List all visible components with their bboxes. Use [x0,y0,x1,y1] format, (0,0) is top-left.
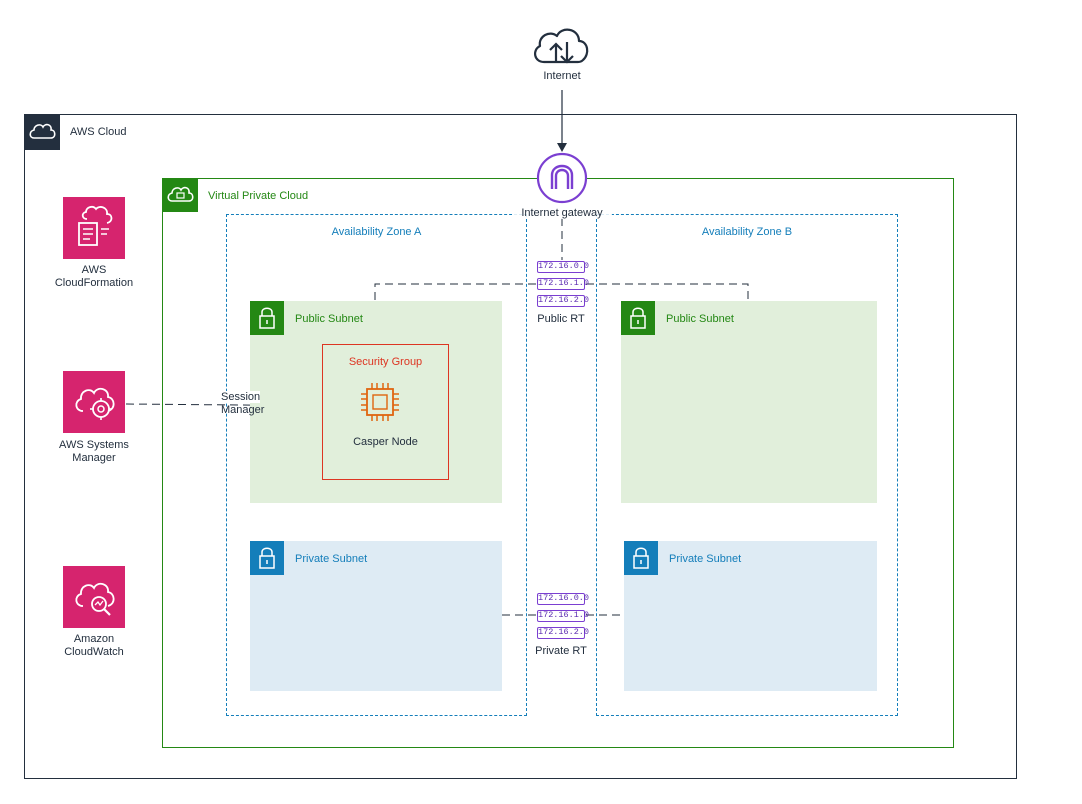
cloud-icon [167,186,194,202]
cloudwatch-label-line1: Amazon [73,633,115,645]
public-subnet-a-badge [250,301,284,335]
public-subnet-b [621,301,877,503]
availability-zone-b [596,214,898,716]
session-manager-label-line2: Manager [221,404,265,416]
lock-icon [259,547,275,569]
internet-label: Internet [543,70,581,82]
private-subnet-b-label: Private Subnet [669,553,742,565]
lock-icon [630,307,646,329]
internet-gateway-icon [536,152,588,204]
security-group [322,344,449,480]
internet-gateway-label: Internet gateway [512,207,612,219]
availability-zone-a-label: Availability Zone A [331,226,422,238]
cloudformation-label-line2: CloudFormation [54,277,134,289]
internet-arrow-head [557,143,567,152]
vpc-label: Virtual Private Cloud [208,190,309,202]
public-subnet-a [250,301,502,503]
public-subnet-b-label: Public Subnet [666,313,734,325]
private-subnet-b-badge [624,541,658,575]
session-manager-label-line1: Session [221,391,261,403]
internet-node: Internet [522,24,602,84]
public-rt-label: Public RT [537,313,585,325]
availability-zone-a [226,214,527,716]
private-rt-route-3: 172.16.2.0 [537,627,590,639]
security-group-label: Security Group [348,356,423,368]
cloudformation-icon [78,205,113,246]
public-rt-to-subnet-a-line [374,283,536,301]
public-rt-route-2: 172.16.1.0 [537,278,590,290]
private-rt-label: Private RT [535,645,587,657]
private-subnet-a [250,541,502,691]
public-rt-route-3: 172.16.2.0 [537,295,590,307]
cloudwatch-tile [63,566,125,628]
aws-cloud-label: AWS Cloud [70,126,127,138]
public-rt-to-subnet-b-line [586,283,749,301]
public-subnet-a-label: Public Subnet [295,313,363,325]
cloudformation-tile [63,197,125,259]
private-rt-route-1: 172.16.0.0 [537,593,590,605]
systems-manager-label-line2: Manager [72,452,116,464]
systems-manager-icon [75,387,115,420]
cloud-icon [29,123,56,139]
cloudformation-label-line1: AWS [81,264,107,276]
availability-zone-b-label: Availability Zone B [701,226,793,238]
private-rt-route-2: 172.16.1.0 [537,610,590,622]
lock-icon [633,547,649,569]
aws-cloud-header-icon [24,114,60,150]
private-subnet-a-label: Private Subnet [295,553,368,565]
public-rt-route-1: 172.16.0.0 [537,261,590,273]
private-subnet-b [624,541,877,691]
ec2-instance-chip-icon [361,383,399,421]
cloud-upload-download-icon [534,28,589,64]
public-subnet-b-badge [621,301,655,335]
private-subnet-a-badge [250,541,284,575]
cloudwatch-icon [75,582,115,616]
systems-manager-label-line1: AWS Systems [59,439,129,451]
aws-cloud-group [24,114,1017,779]
systems-manager-tile [63,371,125,433]
vpc-header-icon [162,178,198,212]
lock-icon [259,307,275,329]
cloudwatch-label-line2: CloudWatch [64,646,124,658]
casper-node-label: Casper Node [353,436,418,448]
